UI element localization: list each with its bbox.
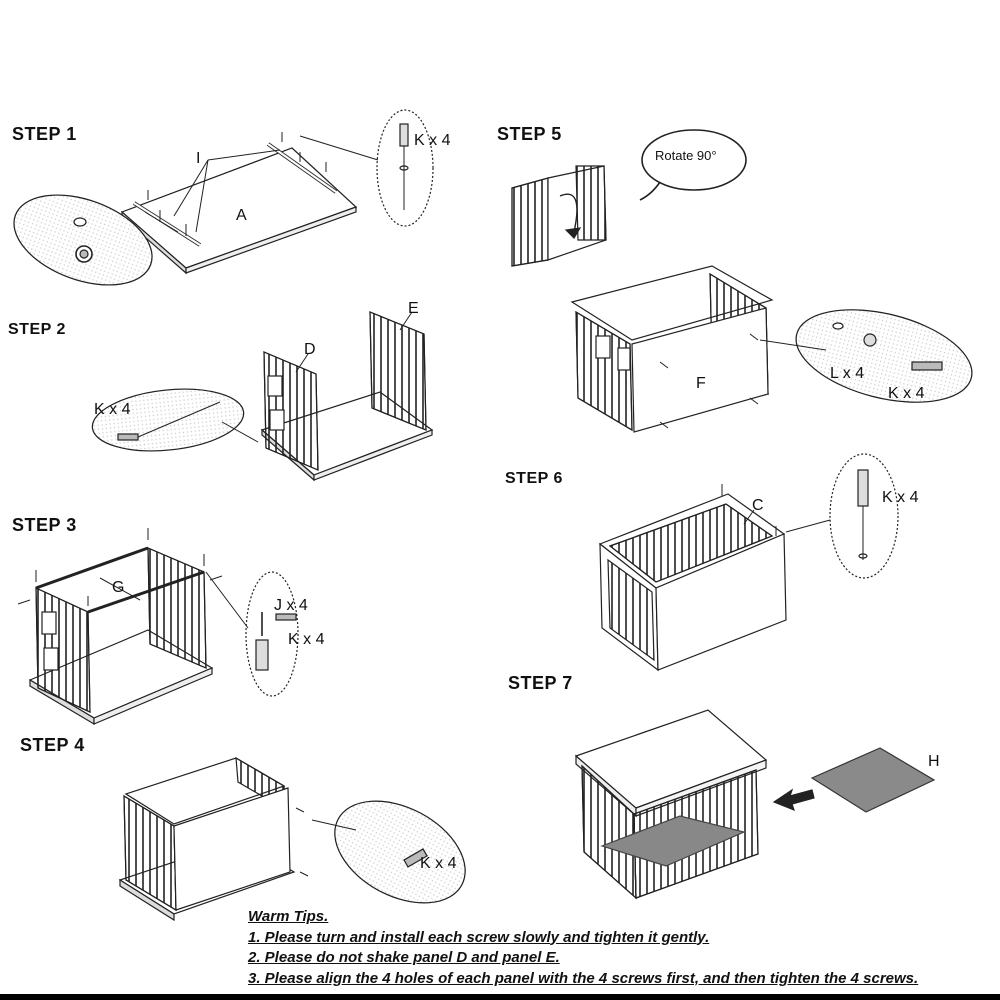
warm-tip-1: 1. Please turn and install each screw sl… bbox=[248, 928, 710, 946]
label-k-x4-step5: K x 4 bbox=[888, 385, 925, 402]
label-k-x4-step3: K x 4 bbox=[288, 631, 325, 648]
label-part-c: C bbox=[752, 497, 764, 514]
step-6-title: STEP 6 bbox=[505, 470, 563, 487]
step-1-title: STEP 1 bbox=[12, 124, 77, 144]
step-7-diagram: H bbox=[574, 709, 940, 900]
warm-tips-heading: Warm Tips. bbox=[248, 908, 329, 925]
label-k-x4-step2: K x 4 bbox=[94, 401, 131, 418]
warm-tip-3: 3. Please align the 4 holes of each pane… bbox=[248, 969, 919, 987]
step-3-diagram: G J x 4 K x 4 bbox=[17, 528, 325, 726]
screw-icon bbox=[275, 613, 297, 621]
step-2-title: STEP 2 bbox=[8, 321, 66, 338]
label-k-x4-step1: K x 4 bbox=[414, 132, 451, 149]
label-k-x4-step4: K x 4 bbox=[420, 855, 457, 872]
step-3-title: STEP 3 bbox=[12, 515, 77, 535]
step-1-diagram: K x 4 A I bbox=[13, 109, 451, 286]
screw-icon bbox=[911, 361, 943, 371]
step-5-diagram: Rotate 90° F L x 4 K x 4 bbox=[511, 129, 973, 433]
mat-installed bbox=[600, 815, 746, 867]
label-part-g: G bbox=[112, 579, 124, 596]
label-k-x4-step6: K x 4 bbox=[882, 489, 919, 506]
warm-tip-2: 2. Please do not shake panel D and panel… bbox=[248, 949, 560, 966]
label-part-h: H bbox=[928, 753, 940, 770]
screw-icon bbox=[403, 848, 428, 868]
arrow-icon bbox=[772, 788, 815, 812]
label-j-x4: J x 4 bbox=[274, 597, 308, 614]
step-4-diagram: K x 4 bbox=[118, 756, 466, 922]
panel-front bbox=[173, 787, 291, 911]
label-part-f: F bbox=[696, 375, 706, 392]
rotate-callout bbox=[641, 129, 747, 191]
step-2-diagram: D E K x 4 bbox=[91, 300, 434, 482]
screw-icon bbox=[117, 433, 139, 441]
step-4-title: STEP 4 bbox=[20, 735, 85, 755]
step-7-title: STEP 7 bbox=[508, 673, 573, 693]
panel-f bbox=[631, 307, 769, 433]
screw-icon bbox=[399, 123, 409, 147]
warm-tips: Warm Tips. 1. Please turn and install ea… bbox=[248, 907, 1000, 989]
mat-h bbox=[810, 747, 936, 813]
label-part-d: D bbox=[304, 341, 316, 358]
label-part-a: A bbox=[236, 207, 247, 224]
step-5-title: STEP 5 bbox=[497, 124, 562, 144]
label-l-x4: L x 4 bbox=[830, 365, 864, 382]
step-6-diagram: C K x 4 bbox=[598, 453, 919, 672]
screw-icon bbox=[857, 469, 869, 507]
label-part-i: I bbox=[196, 150, 200, 167]
bottom-border bbox=[0, 994, 1000, 1000]
label-part-e: E bbox=[408, 300, 419, 317]
label-rotate: Rotate 90° bbox=[655, 148, 717, 163]
